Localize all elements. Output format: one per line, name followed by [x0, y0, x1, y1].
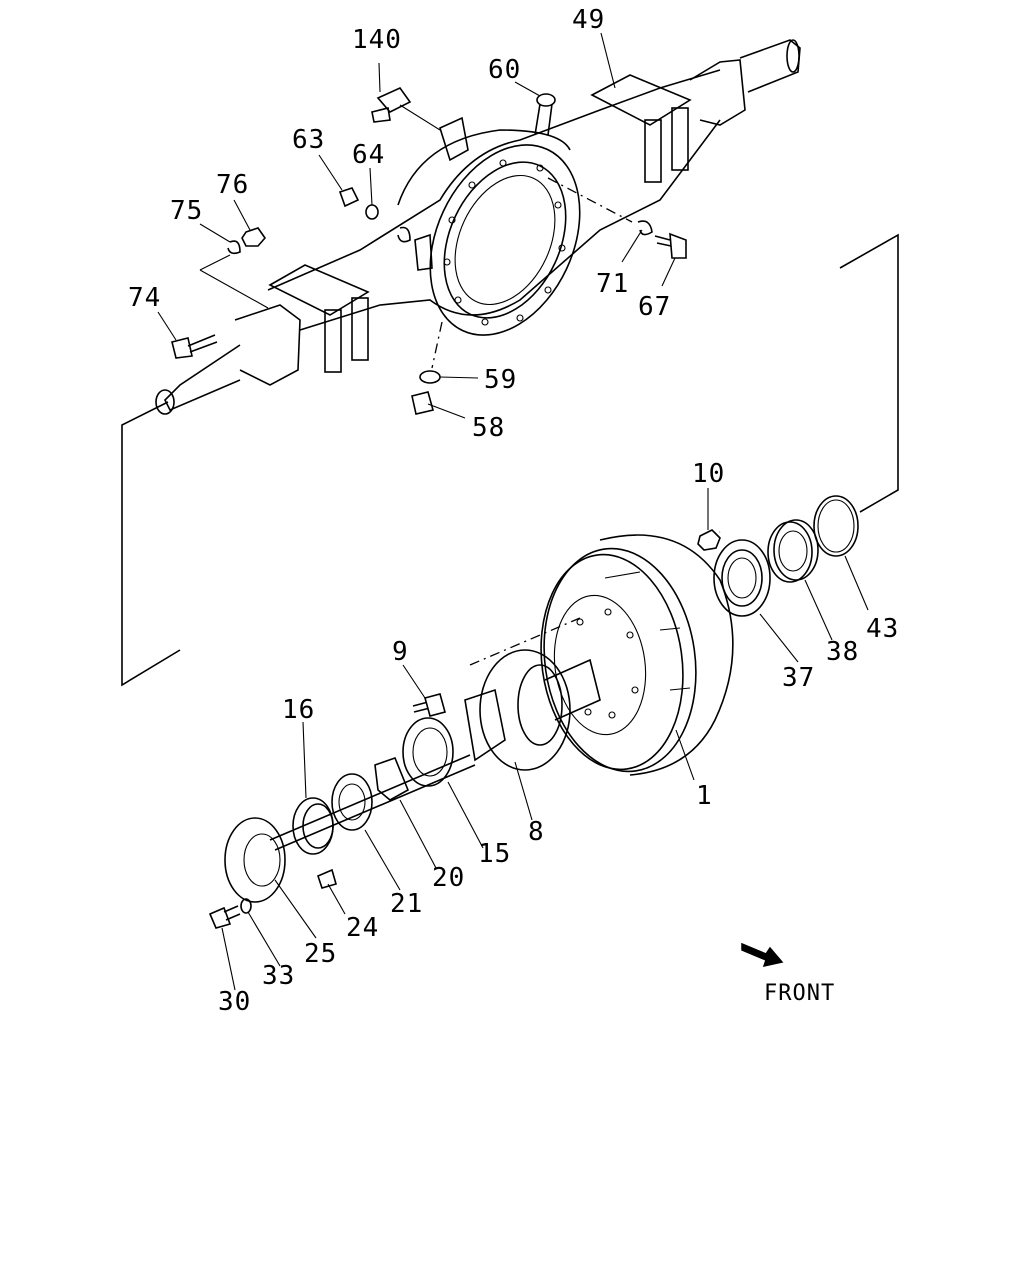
callout-20: 20 — [432, 863, 465, 893]
washer-part-64 — [365, 204, 379, 220]
callout-37: 37 — [782, 663, 815, 693]
leader-8-axis — [469, 617, 581, 666]
clip-part-71 — [637, 220, 653, 236]
seal-part-16 — [292, 797, 334, 855]
callout-33: 33 — [262, 961, 295, 991]
axle-shaft — [269, 754, 476, 851]
plug-part-60 — [534, 93, 556, 136]
axle-housing — [155, 39, 801, 415]
bolt-part-67 — [654, 232, 687, 259]
bolt-part-9 — [412, 693, 446, 717]
callout-38: 38 — [826, 637, 859, 667]
bolt-part-74 — [171, 334, 218, 359]
callout-63: 63 — [292, 125, 325, 155]
callout-25: 25 — [304, 939, 337, 969]
callout-labels: 140 49 60 63 64 76 75 74 71 67 59 58 10 … — [128, 5, 899, 1017]
callout-140: 140 — [352, 25, 402, 55]
callout-15: 15 — [478, 839, 511, 869]
group-bracket-right — [839, 233, 899, 513]
leader-75-76 — [199, 254, 269, 309]
callout-9: 9 — [392, 637, 409, 667]
hub-part-8 — [464, 649, 601, 771]
callout-leaders — [157, 32, 869, 991]
flange-part-25 — [224, 817, 286, 903]
snap-ring-part-43 — [813, 495, 859, 557]
nut-part-76 — [241, 227, 267, 247]
callout-58: 58 — [472, 413, 505, 443]
callout-10: 10 — [692, 459, 725, 489]
callout-76: 76 — [216, 170, 249, 200]
washer-part-33 — [240, 898, 252, 914]
callout-64: 64 — [352, 140, 385, 170]
nut-part-20 — [374, 756, 410, 801]
callout-60: 60 — [488, 55, 521, 85]
nut-part-10 — [697, 529, 721, 551]
bolt-part-58 — [411, 391, 434, 415]
front-label: FRONT — [764, 981, 835, 1006]
clip-part-detail — [397, 226, 411, 243]
callout-59: 59 — [484, 365, 517, 395]
washer-part-59 — [419, 370, 441, 384]
callout-67: 67 — [638, 292, 671, 322]
callout-1: 1 — [696, 781, 713, 811]
brake-drum-part-1 — [540, 534, 734, 776]
leader-71 — [547, 177, 633, 223]
bearing-part-15 — [402, 717, 454, 787]
callout-74: 74 — [128, 283, 161, 313]
callout-8: 8 — [528, 817, 545, 847]
callout-21: 21 — [390, 889, 423, 919]
callout-75: 75 — [170, 196, 203, 226]
callout-16: 16 — [282, 695, 315, 725]
seal-part-38 — [767, 519, 819, 583]
bearing-part-37 — [713, 539, 771, 617]
bearing-part-21 — [331, 773, 373, 831]
washer-part-75 — [227, 240, 241, 255]
leader-59-58 — [431, 321, 443, 369]
plug-part-63 — [338, 187, 360, 208]
callout-43: 43 — [866, 614, 899, 644]
callout-49: 49 — [572, 5, 605, 35]
bolt-part-30 — [208, 905, 241, 929]
breather-part-140 — [371, 86, 469, 162]
callout-24: 24 — [346, 913, 379, 943]
bolt-part-24 — [317, 868, 337, 889]
callout-71: 71 — [596, 269, 629, 299]
front-arrow-icon — [741, 942, 784, 968]
group-bracket-left — [121, 401, 181, 687]
front-indicator: FRONT — [741, 942, 835, 1006]
callout-30: 30 — [218, 987, 251, 1017]
